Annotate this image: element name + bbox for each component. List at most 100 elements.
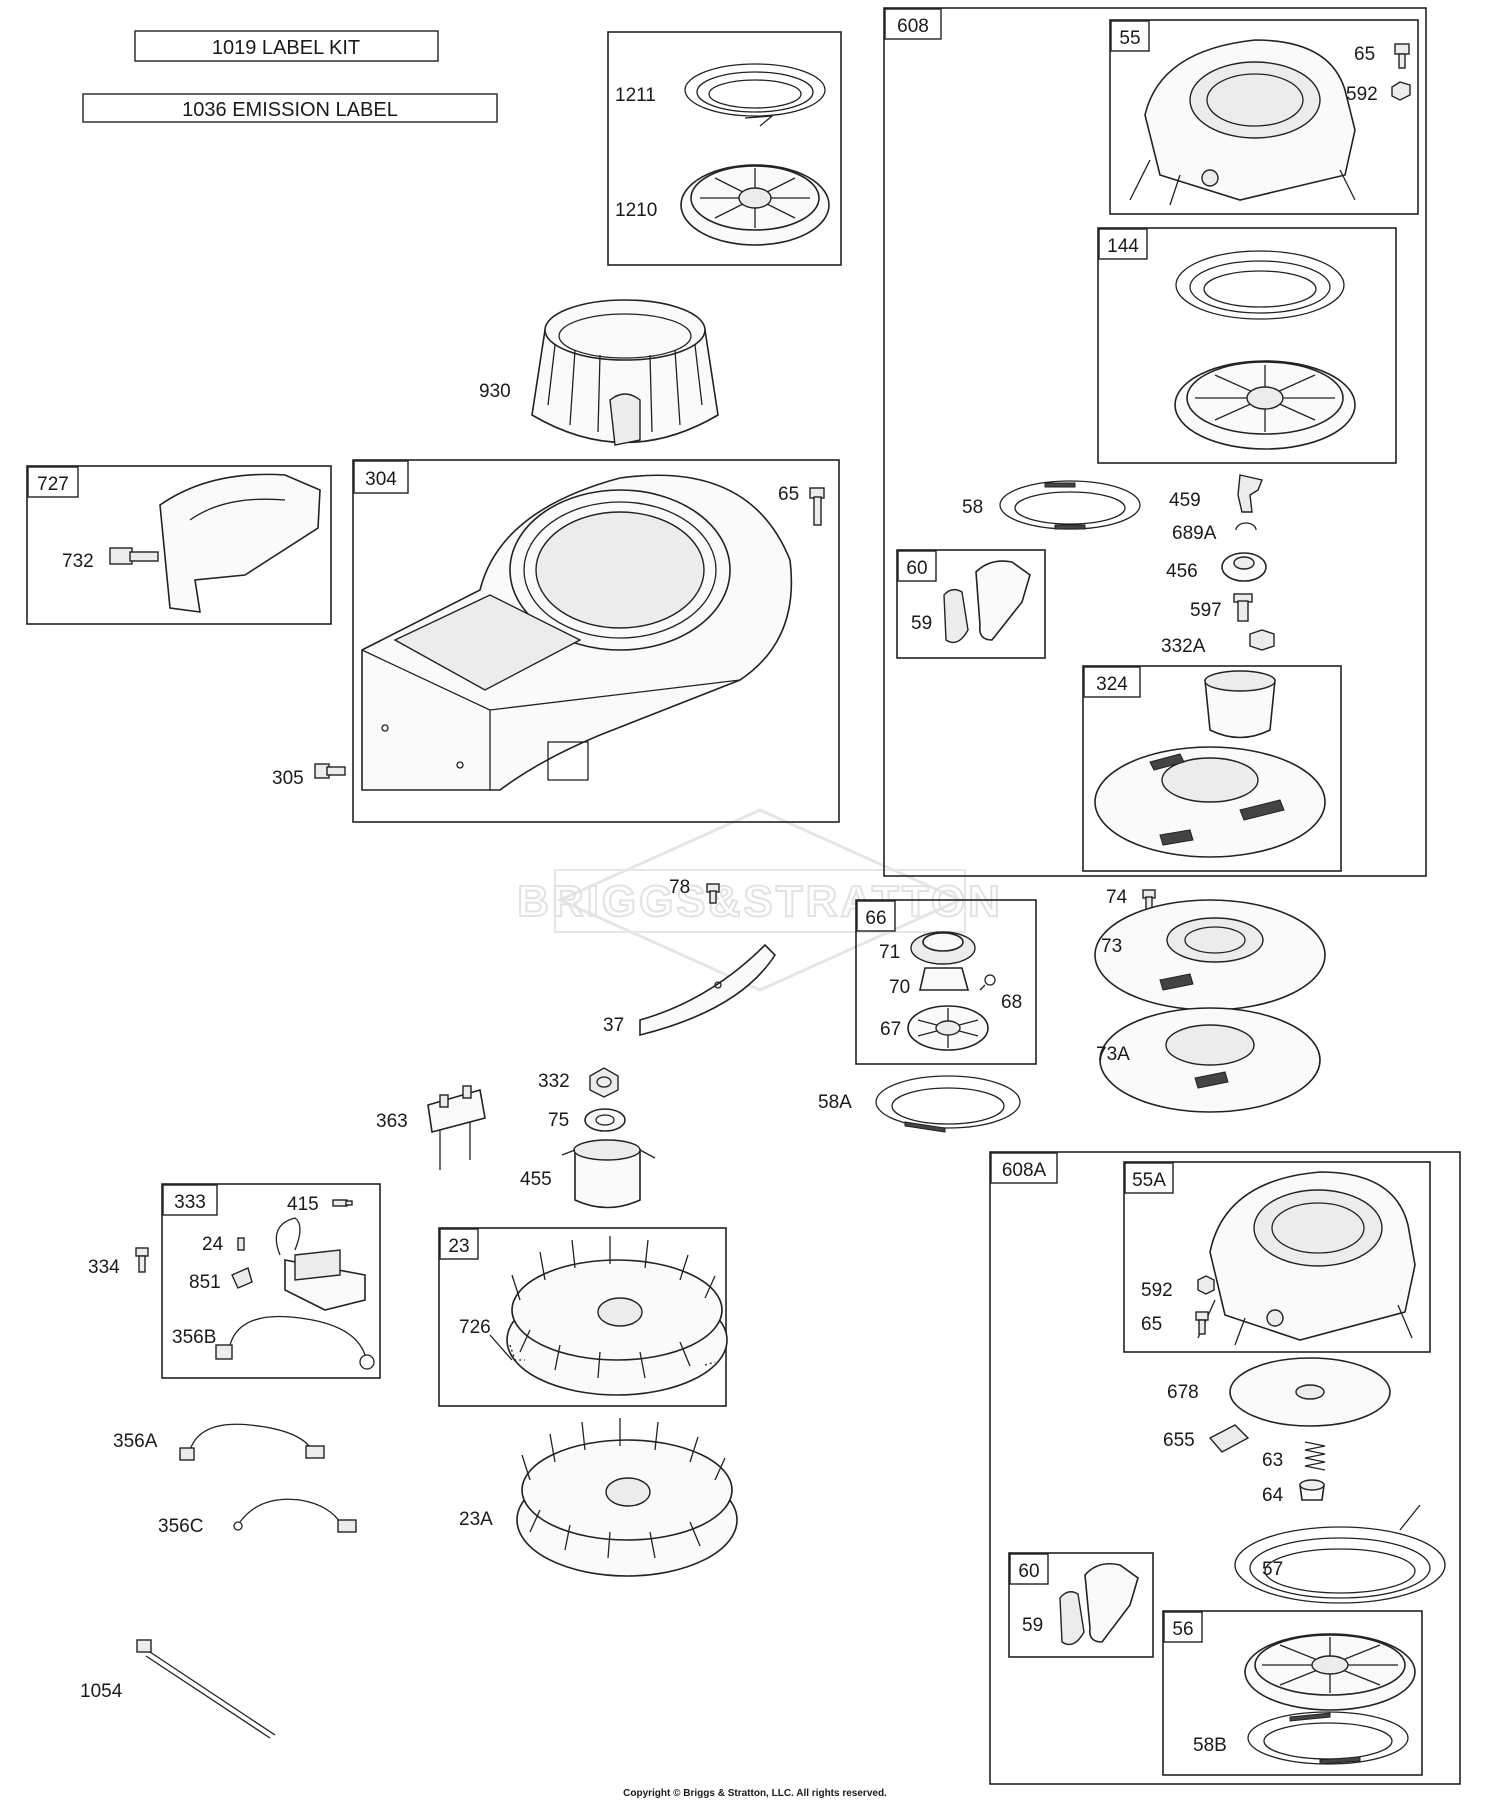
- pulley-1210: [680, 164, 830, 246]
- label-356B: 356B: [172, 1327, 216, 1348]
- label-356A: 356A: [113, 1431, 158, 1452]
- emission-label-text: 1036 EMISSION LABEL: [182, 99, 398, 121]
- spring-58: [999, 480, 1141, 530]
- box-label-608: 608: [897, 16, 929, 37]
- pin-24: [237, 1237, 245, 1251]
- box-label-66: 66: [865, 908, 886, 929]
- starter-housing-55: [1129, 39, 1356, 206]
- armature-coil: [275, 1217, 366, 1311]
- bushing-64: [1299, 1479, 1325, 1501]
- rotating-screen-930: 930: [479, 299, 719, 446]
- label-1211: 1211: [615, 85, 656, 106]
- label-58B: 58B: [1193, 1735, 1227, 1756]
- label-732: 732: [62, 551, 94, 572]
- label-kit-text: 1019 LABEL KIT: [212, 37, 360, 59]
- label-655: 655: [1163, 1430, 1195, 1451]
- label-65: 65: [778, 484, 799, 505]
- label-68: 68: [1001, 992, 1022, 1013]
- label-59-top: 59: [911, 613, 932, 634]
- label-592-top: 592: [1346, 84, 1378, 105]
- label-689A: 689A: [1172, 523, 1217, 544]
- bolt-732: [109, 547, 159, 565]
- box-label-727: 727: [37, 474, 69, 495]
- label-58A: 58A: [818, 1092, 852, 1113]
- copyright-notice: Copyright © Briggs & Stratton, LLC. All …: [623, 1788, 887, 1799]
- starter-housing-55A: [1197, 1171, 1416, 1346]
- label-1210: 1210: [615, 200, 657, 221]
- box-label-60-lower: 60: [1018, 1561, 1039, 1582]
- ignition-armature-group-333: 333 415 24 851 356B: [161, 1183, 381, 1379]
- clip-689A: [1235, 522, 1257, 531]
- wire-356A: 356A: [113, 1423, 325, 1461]
- label-678: 678: [1167, 1382, 1199, 1403]
- screw-597: [1233, 593, 1253, 622]
- blower-housing: [361, 474, 793, 791]
- nut-592: [1391, 81, 1411, 101]
- label-24: 24: [202, 1234, 224, 1255]
- label-kit-box: 1019 LABEL KIT: [134, 30, 439, 62]
- box-label-55A: 55A: [1132, 1170, 1166, 1191]
- label-65-lower: 65: [1141, 1314, 1162, 1335]
- label-592-lower: 592: [1141, 1280, 1173, 1301]
- label-23A: 23A: [459, 1509, 493, 1530]
- ball-68: [979, 974, 996, 991]
- label-356C: 356C: [158, 1516, 203, 1537]
- cup-455: [561, 1139, 656, 1209]
- box-label-56: 56: [1172, 1619, 1193, 1640]
- screw-415: [332, 1199, 353, 1207]
- screw-65-top: [1394, 43, 1410, 69]
- cable-tie-1054: 1054: [80, 1639, 276, 1739]
- retainer-456: [1221, 552, 1267, 582]
- flywheel-group-23: 23 726: [438, 1227, 728, 1407]
- label-63: 63: [1262, 1450, 1283, 1471]
- label-363: 363: [376, 1111, 408, 1132]
- label-332: 332: [538, 1071, 570, 1092]
- label-459: 459: [1169, 490, 1201, 511]
- plate-678: [1229, 1357, 1391, 1427]
- spring-58B: [1247, 1711, 1409, 1765]
- nut-592-lower: [1197, 1275, 1215, 1295]
- blower-housing-group-304: 304 65: [352, 459, 840, 823]
- label-58: 58: [962, 497, 983, 518]
- spring-pulley-group: 1211 1210: [607, 31, 842, 266]
- box-label-60-top: 60: [906, 558, 927, 579]
- recoil-spring-1211: [684, 63, 826, 127]
- nut-332A: [1249, 629, 1275, 651]
- box-label-23: 23: [448, 1236, 469, 1257]
- emission-label-box: 1036 EMISSION LABEL: [82, 93, 498, 123]
- box-label-324: 324: [1096, 674, 1128, 695]
- screw-65: [809, 487, 825, 526]
- spring-58A: 58A: [818, 1075, 1021, 1133]
- label-37: 37: [603, 1015, 624, 1036]
- label-75: 75: [548, 1110, 569, 1131]
- spring-57: [1234, 1504, 1446, 1604]
- label-334: 334: [88, 1257, 120, 1278]
- label-73: 73: [1101, 936, 1122, 957]
- label-455: 455: [520, 1169, 552, 1190]
- brand-watermark: BRIGGS&STRATTON: [516, 808, 1003, 992]
- flywheel: [506, 1236, 728, 1396]
- label-456: 456: [1166, 561, 1198, 582]
- label-930: 930: [479, 381, 511, 402]
- label-726: 726: [459, 1317, 491, 1338]
- label-78: 78: [669, 877, 690, 898]
- starter-clutch-group-66: 66 71 70 68 67: [855, 899, 1037, 1065]
- label-73A: 73A: [1096, 1044, 1130, 1065]
- spring-pulley-144: [1174, 250, 1356, 450]
- watermark-text: BRIGGS&STRATTON: [517, 877, 1003, 926]
- label-332A: 332A: [1161, 636, 1206, 657]
- label-305: 305: [272, 768, 304, 789]
- handle-60: [943, 560, 1031, 644]
- label-65-top: 65: [1354, 44, 1375, 65]
- box-label-144: 144: [1107, 236, 1139, 257]
- terminal-block-363: 363: [376, 1085, 486, 1170]
- bolt-305: 305: [272, 763, 346, 789]
- handle-60-lower: [1059, 1562, 1139, 1646]
- label-74: 74: [1106, 887, 1128, 908]
- box-label-55: 55: [1119, 28, 1140, 49]
- label-851: 851: [189, 1272, 221, 1293]
- box-label-304: 304: [365, 469, 397, 490]
- spring-63: [1304, 1441, 1326, 1471]
- clip-851: [231, 1267, 253, 1289]
- wire-356C: 356C: [158, 1498, 357, 1537]
